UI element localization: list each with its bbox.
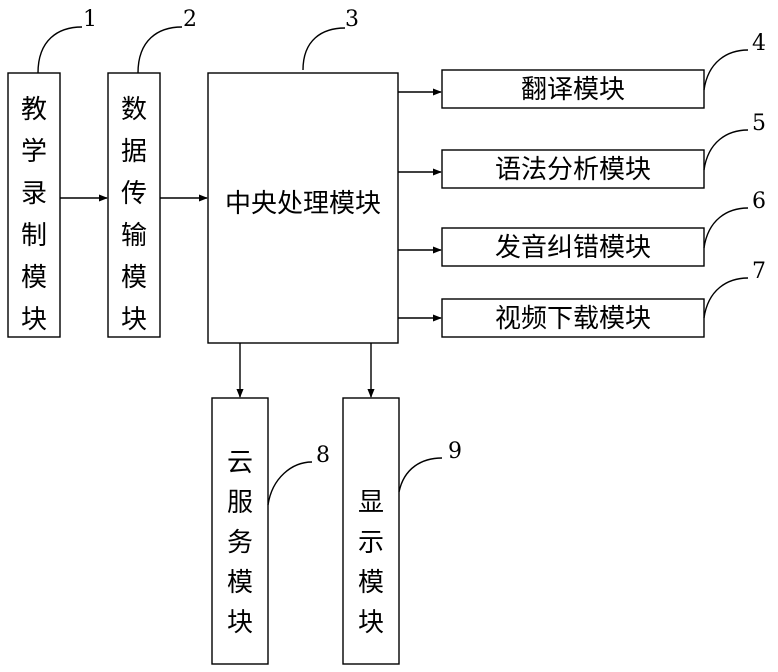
module-label-char: 块 xyxy=(227,608,253,638)
module-label-char: 数 xyxy=(121,95,147,125)
module-label-char: 模 xyxy=(21,263,47,293)
leader-line xyxy=(268,462,312,505)
module-teaching-recording: 教 学 录 制 模 块 xyxy=(8,73,60,337)
reference-number: 4 xyxy=(752,31,766,56)
module-data-transmission: 数 据 传 输 模 块 xyxy=(108,73,160,337)
module-label: 翻译模块 xyxy=(521,75,625,105)
reference-number: 1 xyxy=(83,7,97,32)
leader-line xyxy=(38,27,82,73)
module-label-char: 服 xyxy=(227,488,253,518)
module-video-download: 视频下载模块 xyxy=(442,299,704,337)
reference-number: 7 xyxy=(752,259,766,284)
module-cloud-service: 云 服 务 模 块 xyxy=(212,398,268,664)
reference-number: 8 xyxy=(316,443,330,468)
leader-line xyxy=(138,27,182,73)
leader-line xyxy=(704,130,748,170)
module-label-char: 务 xyxy=(227,528,253,558)
module-label: 发音纠错模块 xyxy=(495,233,651,263)
module-grammar-analysis: 语法分析模块 xyxy=(442,150,704,188)
module-label-char: 块 xyxy=(358,608,384,638)
module-label-char: 制 xyxy=(21,221,47,251)
module-label-char: 块 xyxy=(121,305,147,335)
leader-line xyxy=(704,208,748,248)
module-label-char: 云 xyxy=(227,448,253,478)
module-label-char: 录 xyxy=(21,179,47,209)
module-label-char: 块 xyxy=(21,305,47,335)
module-display: 显 示 模 块 xyxy=(343,398,399,664)
module-translation: 翻译模块 xyxy=(442,70,704,108)
leader-line xyxy=(704,278,748,318)
module-label-char: 模 xyxy=(121,263,147,293)
module-label-char: 显 xyxy=(358,488,384,518)
module-pronunciation-correction: 发音纠错模块 xyxy=(442,228,704,266)
reference-number: 5 xyxy=(752,111,766,136)
module-label: 中央处理模块 xyxy=(225,189,381,219)
leader-line xyxy=(303,28,345,70)
module-label-char: 传 xyxy=(121,179,147,209)
module-label-char: 据 xyxy=(121,137,147,167)
module-central-processing: 中央处理模块 xyxy=(208,73,398,343)
reference-number: 6 xyxy=(752,189,766,214)
leader-line xyxy=(399,458,442,492)
reference-number: 3 xyxy=(345,7,359,32)
module-label-char: 模 xyxy=(358,568,384,598)
module-label: 视频下载模块 xyxy=(495,304,651,334)
module-label-char: 模 xyxy=(227,568,253,598)
module-label-char: 学 xyxy=(21,137,47,167)
module-label-char: 教 xyxy=(21,95,47,125)
module-label-char: 输 xyxy=(121,221,147,251)
module-label-char: 示 xyxy=(358,528,384,558)
module-label: 语法分析模块 xyxy=(495,155,651,185)
leader-line xyxy=(704,50,748,90)
reference-number: 2 xyxy=(183,7,197,32)
reference-number: 9 xyxy=(448,439,462,464)
